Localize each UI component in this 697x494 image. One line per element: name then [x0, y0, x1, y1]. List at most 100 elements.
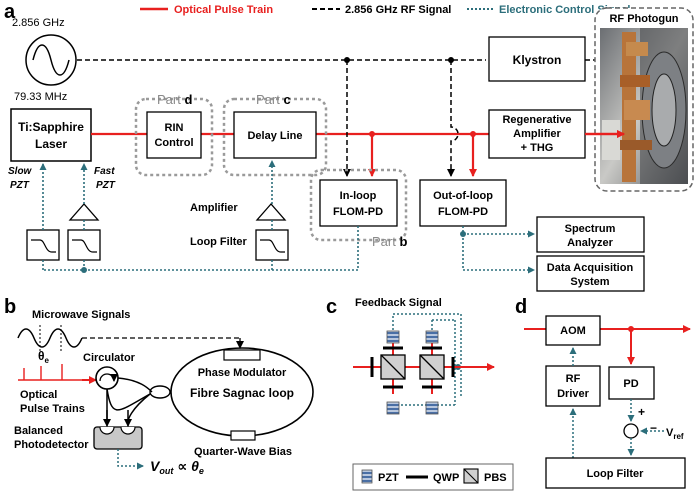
daq-label-2: System: [570, 276, 609, 288]
legend-pzt-label: PZT: [378, 472, 399, 484]
inloop-label-2: FLOM-PD: [333, 206, 383, 218]
legend-pzt-icon: [361, 469, 373, 484]
minus-sign: −: [650, 421, 657, 435]
optical-pulses-icon: [18, 364, 82, 381]
part-c-label: Part c: [256, 92, 291, 107]
balanced-photodetector-icon: [93, 426, 143, 450]
daq-label-1: Data Acquisition: [547, 262, 634, 274]
pbs-cube-2: [419, 354, 445, 380]
delay-line-label: Delay Line: [247, 130, 302, 142]
feedback-junction: [81, 267, 87, 273]
sagnac-label: Fibre Sagnac loop: [190, 386, 294, 400]
panel-letter-a: a: [4, 1, 16, 23]
outloop-signal-lines: [462, 226, 535, 274]
pzt-bottom-2: [425, 401, 439, 415]
part-d-outline: [134, 97, 214, 177]
laser-label-line1: Ti:Sapphire: [18, 120, 84, 134]
regen-label-2: Amplifier: [513, 128, 561, 140]
aom-box: [545, 315, 601, 346]
regen-label-3: + THG: [521, 142, 554, 154]
part-d-label: Part d: [157, 92, 192, 107]
daq-box: [536, 255, 645, 292]
outloop-label-1: Out-of-loop: [433, 190, 493, 202]
phase-modulator-box: [223, 349, 261, 361]
slow-pzt-label-2: PZT: [10, 180, 30, 191]
outloop-flom-box: [419, 179, 507, 227]
signal-junction-outloop: [460, 231, 466, 237]
microwave-label: Microwave Signals: [32, 309, 130, 321]
qwp-plates: [370, 346, 455, 389]
rf-driver-box: [545, 365, 601, 407]
photogun-photo: [600, 28, 688, 184]
klystron-box: [488, 36, 586, 82]
legend-qwp-label: QWP: [433, 472, 459, 484]
rf-driver-label-1: RF: [566, 373, 581, 385]
spectrum-analyzer-box: [536, 216, 645, 253]
pbs-cube-1: [380, 354, 406, 380]
photogun-label: RF Photogun: [609, 13, 678, 25]
loop-filter-box-d: [545, 457, 686, 489]
pd-box: [608, 366, 655, 400]
fast-loop-filter-icon: [67, 229, 101, 261]
delay-amplifier-icon: [255, 203, 287, 221]
laser-label-line2: Laser: [35, 137, 67, 151]
fast-amplifier-icon: [68, 203, 100, 221]
theta-label: θe: [38, 349, 50, 365]
microwave-waveform: [17, 325, 83, 352]
inloop-flom-box: [319, 179, 398, 227]
inloop-label-1: In-loop: [340, 190, 377, 202]
vref-label: Vref: [666, 427, 684, 441]
spectrum-label-1: Spectrum: [565, 223, 616, 235]
pzt-bottom-1: [386, 401, 400, 415]
rin-box: [146, 111, 202, 159]
fibre-coupler: [149, 385, 171, 399]
summing-junction-icon: [623, 423, 639, 439]
feedback-signal-label: Feedback Signal: [355, 297, 442, 309]
legend: Optical Pulse Train 2.856 GHz RF Signal …: [140, 4, 630, 16]
regen-amp-box: [488, 109, 586, 159]
regen-label-1: Regenerative: [502, 114, 571, 126]
part-c-outline: [222, 97, 328, 177]
optical-pulse-label-1: Optical: [20, 389, 57, 401]
legend-c-box: [352, 463, 514, 491]
legend-pbs-label: PBS: [484, 472, 507, 484]
panel-letter-b: b: [4, 296, 16, 318]
circulator-label: Circulator: [83, 352, 136, 364]
delay-loop-filter-icon: [255, 229, 289, 261]
feedback-lines: [39, 160, 359, 271]
outloop-label-2: FLOM-PD: [438, 206, 488, 218]
legend-pbs-icon: [463, 468, 479, 484]
panel-letter-c: c: [326, 296, 337, 318]
bpd-output-line: [117, 449, 144, 470]
bpd-label-2: Photodetector: [14, 439, 89, 451]
delay-line-box: [233, 111, 317, 159]
aom-label: AOM: [560, 325, 586, 337]
pd-label: PD: [623, 378, 638, 390]
quarter-wave-bias-box: [230, 430, 256, 441]
vout-formula: Vout ∝ θe: [150, 458, 204, 476]
pzt-top-1: [386, 330, 400, 344]
loop-filter-label: Loop Filter: [190, 236, 248, 248]
fast-pzt-label-1: Fast: [94, 166, 115, 177]
control-lines-d: [569, 347, 664, 458]
amplifier-label: Amplifier: [190, 202, 238, 214]
optical-pulse-label-2: Pulse Trains: [20, 403, 85, 415]
fast-pzt-label-2: PZT: [96, 180, 116, 191]
oscillator-icon: [25, 34, 77, 86]
part-b-label: Part b: [372, 234, 407, 249]
panel-letter-d: d: [515, 296, 527, 318]
plus-sign: +: [638, 405, 645, 419]
freq-2856-label: 2.856 GHz: [12, 17, 65, 29]
rin-label-line2: Control: [154, 137, 193, 149]
rf-driver-label-2: Driver: [557, 388, 590, 400]
quarter-wave-bias-label: Quarter-Wave Bias: [194, 446, 292, 458]
phase-modulator-label: Phase Modulator: [198, 367, 287, 379]
pzt-top-2: [425, 330, 439, 344]
legend-rf-label: 2.856 GHz RF Signal: [345, 4, 451, 16]
slow-loop-filter-icon: [26, 229, 60, 261]
rin-label-line1: RIN: [165, 122, 184, 134]
circulator-icon: [95, 366, 119, 390]
spectrum-label-2: Analyzer: [567, 237, 614, 249]
loop-filter-label-d: Loop Filter: [587, 468, 645, 480]
